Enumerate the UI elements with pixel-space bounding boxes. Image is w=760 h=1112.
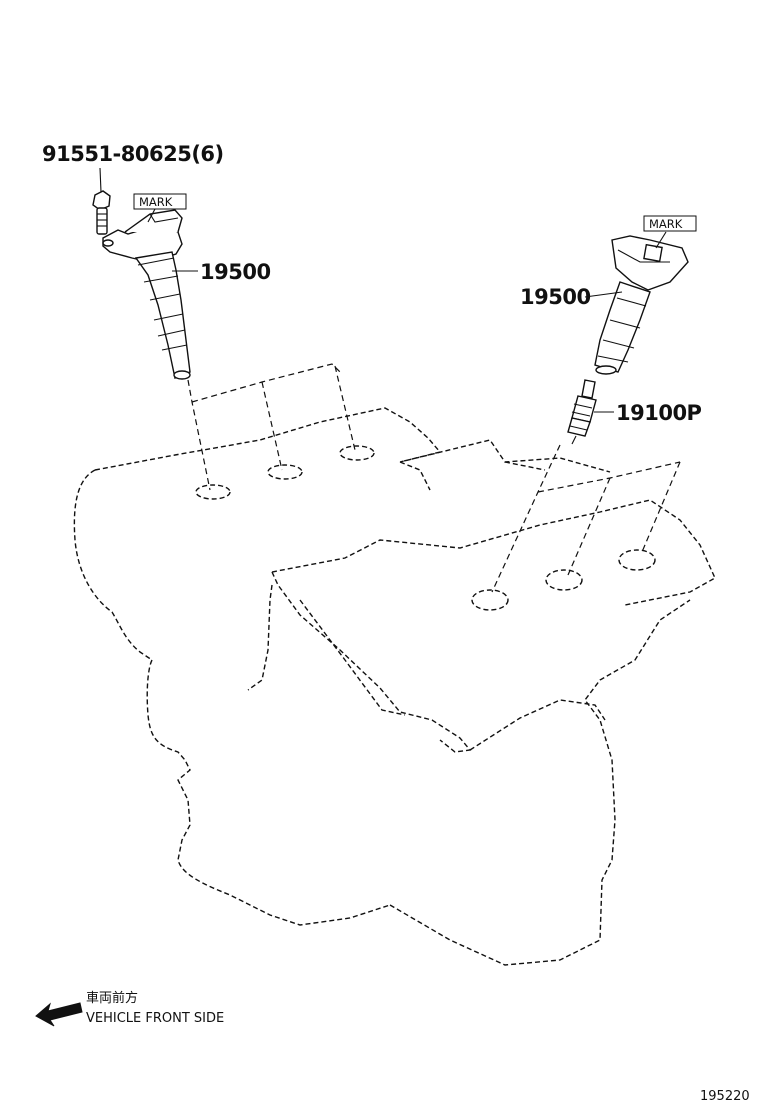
direction-label-jp: 車両前方 <box>86 990 138 1006</box>
vehicle-front-indicator: 車両前方 VEHICLE FRONT SIDE <box>35 990 224 1027</box>
front-bank-plug-holes <box>471 549 656 611</box>
rear-bank-plug-holes <box>195 445 375 500</box>
label-leaders <box>147 208 667 413</box>
arrow-left-icon <box>35 1002 83 1027</box>
spark-plug <box>567 379 597 445</box>
mark-label-right: MARK <box>643 215 697 232</box>
illustration-number: 195220 <box>700 1089 750 1104</box>
bolt-illustration <box>92 167 111 235</box>
left-ignition-coil <box>102 209 191 380</box>
direction-label-en: VEHICLE FRONT SIDE <box>86 1011 224 1026</box>
spark-plug-part-number: 19100P <box>616 401 702 425</box>
right-ignition-coil <box>594 235 689 375</box>
bolt-part-number: 91551-80625(6) <box>42 142 224 166</box>
assembly-leader-lines <box>187 363 681 593</box>
engine-block-outline <box>73 407 716 966</box>
coil-part-number-right: 19500 <box>520 285 591 309</box>
mark-label-right-text: MARK <box>649 217 683 231</box>
mark-label-left-text: MARK <box>139 195 173 209</box>
mark-label-left: MARK <box>133 193 187 210</box>
coil-part-number-left: 19500 <box>200 260 271 284</box>
